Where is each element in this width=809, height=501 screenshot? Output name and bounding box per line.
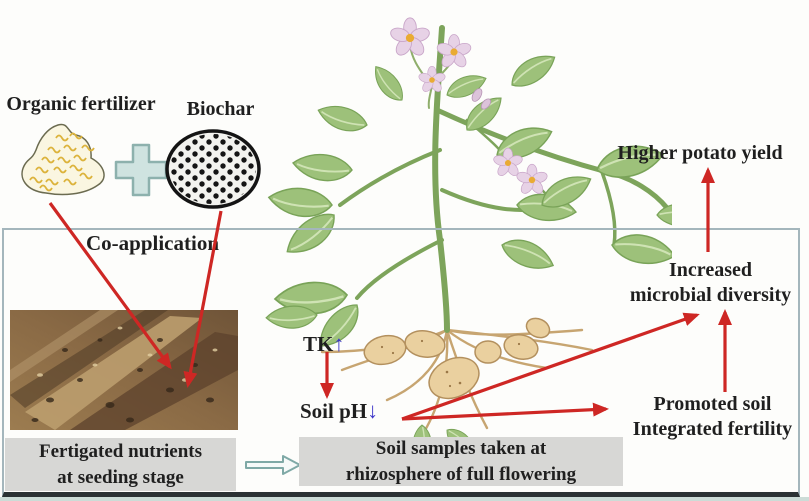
organic-fertilizer-icon [21, 123, 105, 196]
fertilizer-granules [29, 132, 95, 192]
soil-samples-line1: Soil samples taken at [375, 437, 547, 459]
fertigated-nutrients-box: Fertigated nutrients at seeding stage [5, 438, 236, 491]
potato-plant-illustration [264, 17, 672, 450]
soil-ph-label: Soil pH [300, 399, 368, 423]
promoted-line1: Promoted soil [653, 393, 772, 415]
flow-arrow-icon [245, 455, 301, 475]
fertigated-line2: at seeding stage [57, 466, 184, 488]
plant-stems [338, 25, 670, 333]
promoted-soil-fertility-label: Promoted soil Integrated fertility [610, 392, 809, 442]
bottom-accent-strip [0, 497, 809, 501]
biochar-label: Biochar [186, 98, 255, 120]
soil-samples-line2: rhizosphere of full flowering [345, 463, 577, 485]
increased-microbial-diversity-label: Increased microbial diversity [608, 258, 809, 308]
potato-tubers [363, 317, 551, 400]
organic-fertilizer-label: Organic fertilizer [6, 93, 156, 115]
increased-line1: Increased [669, 259, 752, 281]
plant-flowers [388, 17, 549, 197]
higher-potato-yield-label: Higher potato yield [617, 142, 783, 164]
tk-indicator: TK↑ [303, 330, 344, 358]
tk-label: TK [303, 332, 334, 356]
plus-icon [114, 143, 168, 197]
increased-line2: microbial diversity [629, 284, 792, 306]
soil-samples-box: Soil samples taken at rhizosphere of ful… [299, 437, 623, 486]
fertigated-line1: Fertigated nutrients [38, 440, 203, 462]
soil-ph-indicator: Soil pH↓ [300, 397, 378, 425]
biochar-icon [165, 129, 261, 209]
tk-up-arrow-icon: ↑ [333, 331, 345, 356]
ph-down-arrow-icon: ↓ [367, 398, 379, 423]
co-application-label: Co-application [85, 231, 219, 255]
soil-field-photo [10, 310, 238, 430]
promoted-line2: Integrated fertility [632, 418, 793, 440]
